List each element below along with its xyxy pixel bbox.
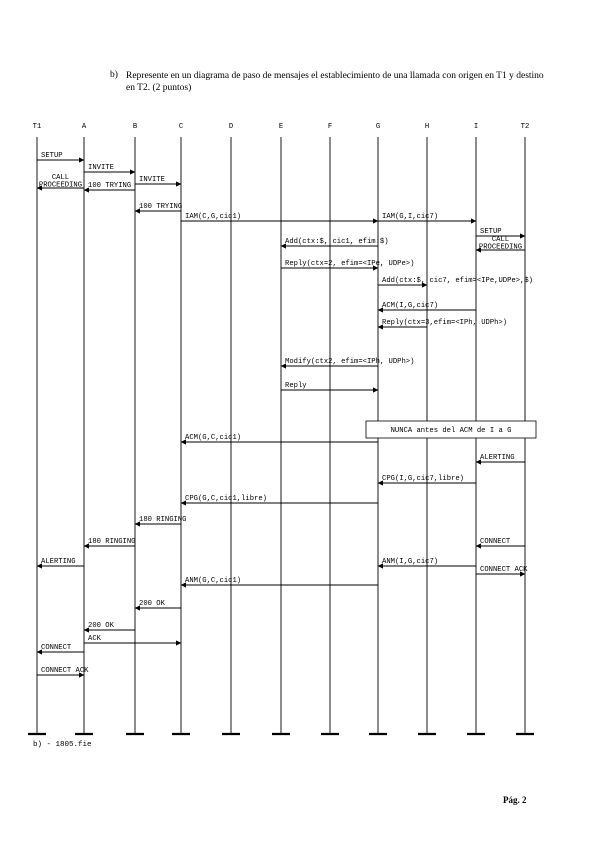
page-number: Pág. 2 [503, 795, 527, 805]
message-12: Add(ctx:$, cic7, efim=<IPe,UDPe>,$) [378, 277, 533, 288]
message-1: INVITE [84, 164, 136, 175]
lifeline-a: A [75, 123, 93, 736]
message-label: ACM(G,C,cic1) [185, 434, 241, 442]
message-label: ANM(G,C,cic1) [185, 577, 241, 585]
message-24: ALERTING [36, 558, 84, 569]
note-box: NUNCA antes del ACM de I a G [365, 420, 537, 439]
message-label: 180 RINGING [139, 516, 186, 524]
message-label: ACK [88, 635, 102, 643]
message-20: CPG(G,C,cic1,libre) [180, 495, 378, 506]
message-label: ANM(I,G,cic7) [382, 558, 438, 566]
message-2: INVITE [135, 176, 182, 187]
entity-label: G [376, 123, 380, 131]
message-label: SETUP [480, 228, 502, 236]
message-label: Reply(ctx=3,efim=<IPh, UDPh>) [382, 319, 507, 327]
message-4: 100 TRYING [83, 182, 135, 193]
entity-label: E [279, 123, 283, 131]
figure-caption: b) - 1805.fie [33, 741, 92, 749]
question-number: b) [110, 70, 118, 80]
message-15: Modify(ctx2, efim=<IPh, UDPh>) [280, 358, 414, 369]
message-label: 200 OK [139, 600, 166, 608]
message-label: ALERTING [480, 454, 515, 462]
message-27: ANM(G,C,cic1) [180, 577, 378, 588]
message-5: 100 TRYING [134, 203, 182, 214]
message-label: Modify(ctx2, efim=<IPh, UDPh>) [285, 358, 414, 366]
lifeline-b: B [126, 123, 144, 736]
message-30: ACK [84, 635, 182, 646]
message-14: Reply(ctx=3,efim=<IPh, UDPh>) [377, 319, 507, 330]
message-label: IAM(C,G,cic1) [185, 213, 241, 221]
entity-label: B [133, 123, 138, 131]
entity-label: A [82, 123, 87, 131]
message-19: CPG(I,G,cic7,libre) [377, 475, 476, 486]
message-29: 200 OK [83, 622, 135, 633]
message-label: CONNECT [480, 538, 511, 546]
message-13: ACM(I,G,cic7) [377, 302, 476, 313]
message-31: CONNECT [36, 644, 84, 655]
message-9: Add(ctx:$, cic1, efim:$) [280, 238, 389, 249]
message-0: SETUP [37, 152, 85, 163]
message-23: CONNECT [475, 538, 525, 549]
message-label: ACM(I,G,cic7) [382, 302, 438, 310]
message-label: SETUP [41, 152, 63, 160]
message-7: IAM(G,I,cic7) [378, 213, 477, 224]
question-text: Represente en un diagrama de paso de men… [126, 71, 544, 93]
message-21: 180 RINGING [134, 516, 186, 527]
lifeline-f: F [321, 123, 339, 736]
message-28: 200 OK [134, 600, 181, 611]
message-label: INVITE [139, 176, 165, 184]
message-label: ALERTING [41, 558, 76, 566]
message-label: Reply [285, 382, 307, 390]
entity-label: T1 [33, 123, 42, 131]
entity-label: I [474, 123, 478, 131]
message-label: CONNECT ACK [480, 566, 528, 574]
message-label: CPG(I,G,cic7,libre) [382, 475, 464, 483]
message-8: SETUP [476, 228, 526, 239]
entity-label: D [229, 123, 233, 131]
lifeline-c: C [172, 123, 190, 736]
message-11: Reply(ctx=2, efim=<IPe, UDPe>) [281, 260, 414, 271]
message-label: Add(ctx:$, cic7, efim=<IPe,UDPe>,$) [382, 277, 533, 285]
message-17: ACM(G,C,cic1) [180, 434, 378, 445]
message-22: 180 RINGING [83, 538, 135, 549]
entity-label: F [328, 123, 332, 131]
message-label: CONNECT [41, 644, 72, 652]
message-6: IAM(C,G,cic1) [181, 213, 379, 224]
message-label: 100 TRYING [88, 182, 131, 190]
message-25: ANM(I,G,cic7) [377, 558, 476, 569]
message-label: INVITE [88, 164, 114, 172]
lifeline-d: D [222, 123, 240, 736]
message-label: 180 RINGING [88, 538, 135, 546]
lifeline-t1: T1 [28, 123, 46, 736]
message-label: 200 OK [88, 622, 115, 630]
entity-label: T2 [521, 123, 530, 131]
entity-label: C [179, 123, 184, 131]
message-32: CONNECT ACK [37, 667, 89, 678]
message-label: Reply(ctx=2, efim=<IPe, UDPe>) [285, 260, 414, 268]
note-text: NUNCA antes del ACM de I a G [391, 427, 512, 435]
entity-label: H [425, 123, 429, 131]
message-16: Reply [281, 382, 379, 393]
message-label: 100 TRYING [139, 203, 182, 211]
message-26: CONNECT ACK [476, 566, 528, 577]
lifeline-e: E [272, 123, 290, 736]
message-label: CONNECT ACK [41, 667, 89, 675]
message-label: CPG(G,C,cic1,libre) [185, 495, 267, 503]
message-label: Add(ctx:$, cic1, efim:$) [285, 238, 389, 246]
message-label: IAM(G,I,cic7) [382, 213, 438, 221]
message-18: ALERTING [475, 454, 525, 465]
